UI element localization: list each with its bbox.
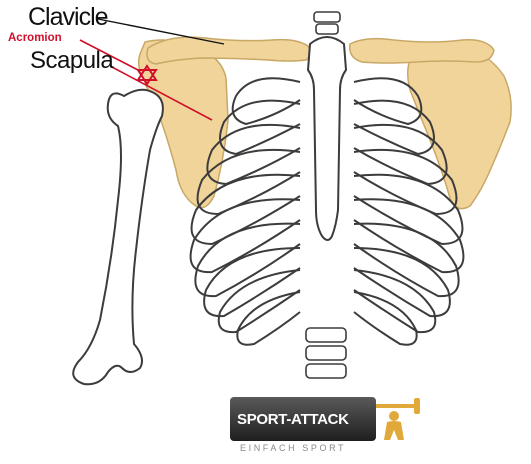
humerus — [73, 90, 163, 385]
scapula-label: Scapula — [30, 47, 113, 75]
lower-spine — [306, 328, 346, 378]
left-clavicle — [147, 37, 311, 64]
logo-name: SPORT-ATTACK — [237, 411, 349, 428]
right-clavicle — [350, 39, 494, 63]
clavicle-label: Clavicle — [28, 3, 108, 32]
right-scapula — [408, 46, 511, 209]
logo-tagline: EINFACH SPORT — [240, 443, 346, 453]
acromion-label: Acromion — [8, 32, 62, 44]
sternum — [308, 37, 346, 240]
cervical-vertebrae — [314, 12, 340, 34]
